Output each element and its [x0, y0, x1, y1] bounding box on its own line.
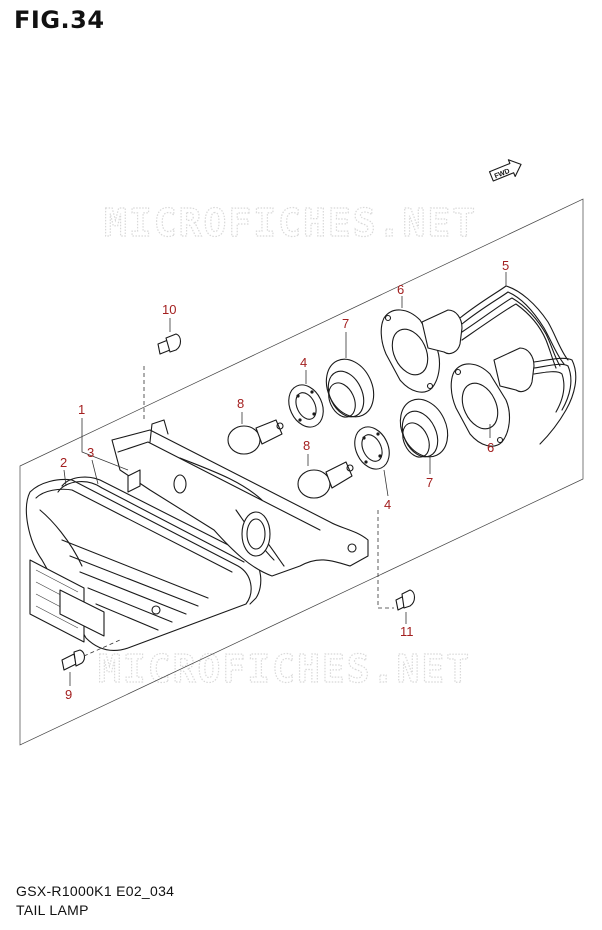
screw-9 — [61, 649, 86, 671]
section-name: TAIL LAMP — [16, 902, 89, 918]
socket-ring-4-upper — [288, 384, 324, 428]
callout-6-lower: 6 — [487, 440, 494, 455]
socket-7-lower — [399, 398, 449, 458]
gasket-6-lower — [450, 363, 511, 447]
tail-lamp-lens — [25, 478, 252, 651]
socket-ring-4-lower — [354, 426, 390, 470]
callout-4-lower: 4 — [384, 497, 391, 512]
wire-harness-5 — [421, 285, 577, 445]
callout-1: 1 — [78, 402, 85, 417]
callout-7-upper: 7 — [342, 316, 349, 331]
callout-5: 5 — [502, 258, 509, 273]
assembly-outline — [19, 198, 584, 746]
callout-10: 10 — [162, 302, 176, 317]
callout-7-lower: 7 — [426, 475, 433, 490]
fwd-arrow-icon: FWD — [488, 159, 522, 182]
screw-10 — [157, 333, 182, 355]
callout-4-upper: 4 — [300, 355, 307, 370]
callout-6-upper: 6 — [397, 282, 404, 297]
watermark-top: MICROFICHES.NET — [104, 201, 477, 245]
bulb-8-upper — [227, 419, 284, 455]
figure-title: FIG.34 — [14, 6, 105, 34]
callout-3: 3 — [87, 445, 94, 460]
callout-9: 9 — [65, 687, 72, 702]
callout-8-lower: 8 — [303, 438, 310, 453]
socket-7-upper — [325, 358, 375, 418]
callout-2: 2 — [60, 455, 67, 470]
callout-8-upper: 8 — [237, 396, 244, 411]
callout-11: 11 — [400, 624, 414, 639]
lamp-body — [111, 419, 369, 577]
screw-11 — [395, 589, 416, 611]
bulb-8-lower — [297, 461, 354, 499]
model-code: GSX-R1000K1 E02_034 — [16, 883, 175, 899]
watermark-bottom: MICROFICHES.NET — [98, 647, 471, 691]
